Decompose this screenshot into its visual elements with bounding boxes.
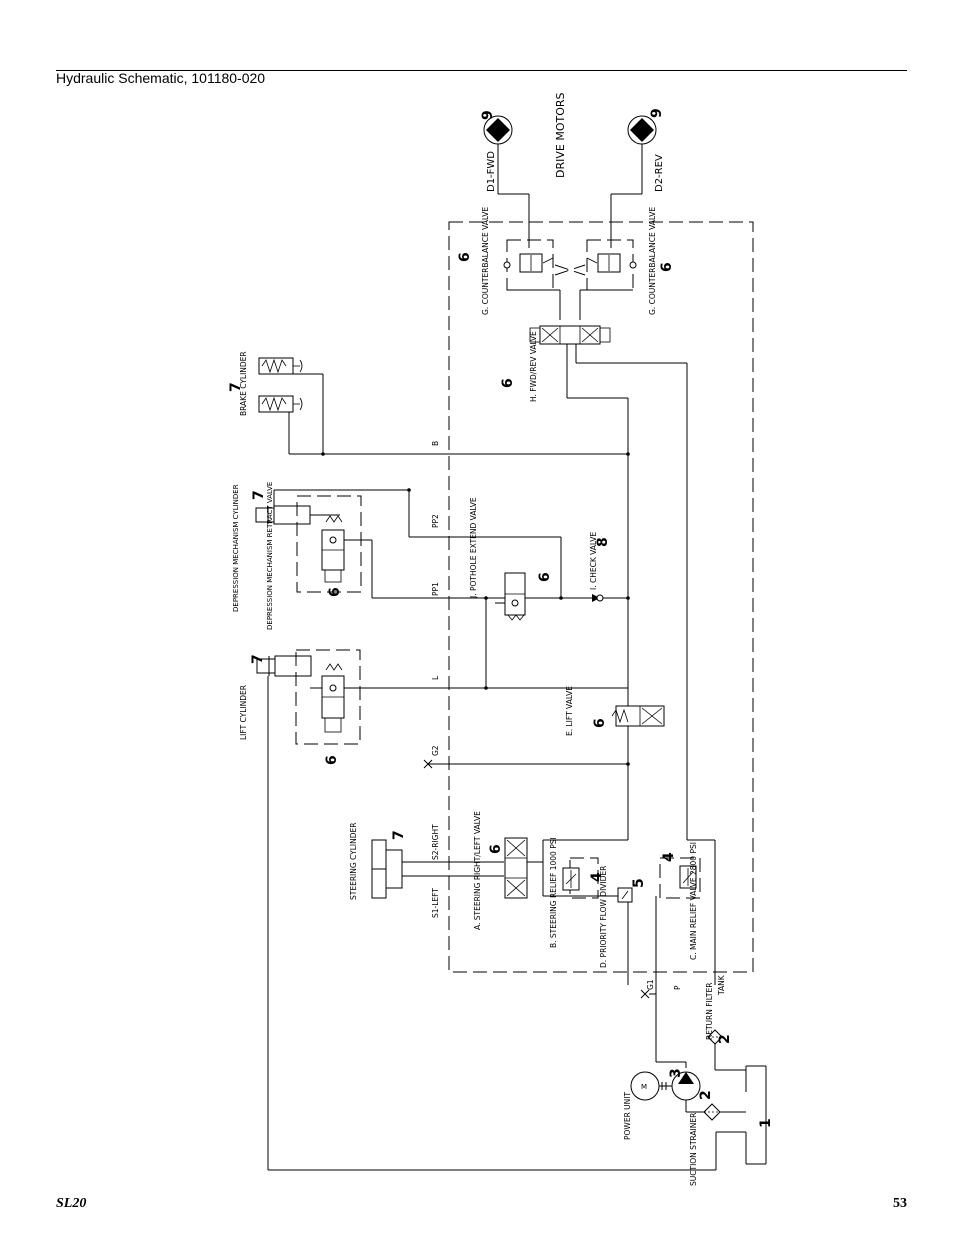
ref-priority-divider: 5 <box>631 878 647 888</box>
port-b: B <box>431 441 440 446</box>
electric-motor: M <box>630 1071 660 1101</box>
priority-flow-divider <box>617 887 633 903</box>
junction-l <box>484 686 488 690</box>
label-steering-valve: A. STEERING RIGHT/LEFT VALVE <box>473 811 482 930</box>
main-relief-valve <box>659 857 701 899</box>
ref-depression-cylinder: 7 <box>251 490 267 500</box>
ref-counterbalance-right: 6 <box>659 262 675 272</box>
label-counterbalance-left: G. COUNTERBALANCE VALVE <box>481 207 490 315</box>
ref-lift-cylinder: 7 <box>250 654 266 664</box>
label-d2-rev: D2-REV <box>654 154 665 192</box>
drive-motor-fwd <box>483 115 513 194</box>
ref-main-relief: 4 <box>661 852 677 862</box>
port-s1-left: S1-LEFT <box>431 888 440 918</box>
label-steering-cylinder: STEERING CYLINDER <box>349 823 358 900</box>
label-brake-cylinder: BRAKE CYLINDER <box>239 351 248 416</box>
label-lift-valve: E. LIFT VALVE <box>565 686 574 736</box>
label-return-filter: RETURN FILTER <box>705 983 714 1040</box>
label-suction-strainer: SUCTION STRAINER <box>689 1113 698 1186</box>
label-fwd-rev-valve: H. FWD/REV VALVE <box>529 331 538 402</box>
port-p: P <box>673 985 682 990</box>
lift-valve <box>611 705 665 727</box>
lift-valve-box <box>295 649 361 745</box>
label-main-relief: C. MAIN RELIEF VALVE 2800 PSI <box>689 842 698 960</box>
ref-tank: 1 <box>758 1118 774 1128</box>
ref-lift-valve: 6 <box>592 718 608 728</box>
label-priority-divider: D. PRIORITY FLOW DIVIDER <box>599 866 608 968</box>
steering-valve <box>504 837 528 899</box>
depression-retract-valve-box <box>296 495 362 593</box>
suction-strainer <box>703 1103 721 1121</box>
motor-symbol: M <box>641 1083 647 1091</box>
label-counterbalance-right: G. COUNTERBALANCE VALVE <box>648 207 657 315</box>
steering-cylinder <box>371 839 403 899</box>
label-drive-motors: DRIVE MOTORS <box>554 93 567 178</box>
junction-pp1-b <box>559 596 563 600</box>
page-title: Hydraulic Schematic, 101180-020 <box>56 70 266 86</box>
footer-page-number: 53 <box>893 1196 907 1211</box>
ref-steering-cylinder: 7 <box>391 830 407 840</box>
brake-cylinder-upper <box>258 357 303 375</box>
port-g2: G2 <box>431 745 440 756</box>
footer-model: SL20 <box>56 1196 87 1211</box>
junction-g2 <box>626 762 630 766</box>
hydraulic-tank <box>716 1065 767 1165</box>
label-d1-fwd: D1-FWD <box>486 151 497 192</box>
label-power-unit: POWER UNIT <box>623 1092 632 1140</box>
check-valve <box>592 594 604 602</box>
counterbalance-valve-left <box>503 239 554 291</box>
drive-motor-rev <box>627 115 657 194</box>
ref-counterbalance-left: 6 <box>457 252 473 262</box>
ref-pothole-valve: 6 <box>537 572 553 582</box>
valve-block-outline <box>448 221 754 973</box>
label-steering-relief: B. STEERING RELIEF 1000 PSI <box>549 837 558 948</box>
ref-pump: 3 <box>668 1068 684 1078</box>
ref-depression-valve: 6 <box>327 587 343 597</box>
port-l: L <box>431 675 440 680</box>
pilot-line-2 <box>554 264 586 276</box>
header-rule <box>56 70 907 71</box>
label-lift-cylinder: LIFT CYLINDER <box>239 685 248 740</box>
port-tank: TANK <box>717 974 726 996</box>
junction-b2 <box>626 452 630 456</box>
junction-pp1-c <box>626 596 630 600</box>
gauge-port-g2 <box>423 759 433 769</box>
junction-b1 <box>321 452 325 456</box>
ref-check-valve: 8 <box>595 537 611 547</box>
label-depression-cylinder: DEPRESSION MECHANISM CYLINDER <box>232 484 240 612</box>
pothole-extend-valve <box>495 572 526 621</box>
steering-relief-valve <box>562 857 599 899</box>
ref-steering-valve: 6 <box>488 844 504 854</box>
ref-suction-strainer: 2 <box>698 1090 714 1100</box>
pilot-line-1 <box>554 264 586 276</box>
ref-drive-motor-rev: 9 <box>649 108 665 118</box>
counterbalance-valve-right <box>586 239 637 291</box>
brake-cylinder-lower <box>258 395 303 413</box>
port-g1: G1 <box>646 979 655 990</box>
ref-return-filter: 2 <box>717 1034 733 1044</box>
label-check-valve: I. CHECK VALVE <box>589 532 598 590</box>
ref-lift-valve-box: 6 <box>324 755 340 765</box>
label-depression-valve: DEPRESSION MECHANISM RETRACT VALVE <box>266 482 274 630</box>
ref-fwd-rev-valve: 6 <box>500 378 516 388</box>
depression-cylinder <box>255 505 311 525</box>
label-pothole-valve: J. POTHOLE EXTEND VALVE <box>469 497 478 599</box>
lift-cylinder <box>256 655 312 677</box>
port-pp1: PP1 <box>431 582 440 596</box>
port-s2-right: S2-RIGHT <box>431 824 440 860</box>
ref-steering-relief: 4 <box>589 872 605 882</box>
fwd-rev-valve <box>529 325 611 345</box>
ref-drive-motor-fwd: 9 <box>480 110 496 120</box>
ref-brake-cylinder: 7 <box>228 382 244 392</box>
gauge-port-g1 <box>640 989 650 999</box>
port-pp2: PP2 <box>431 514 440 528</box>
